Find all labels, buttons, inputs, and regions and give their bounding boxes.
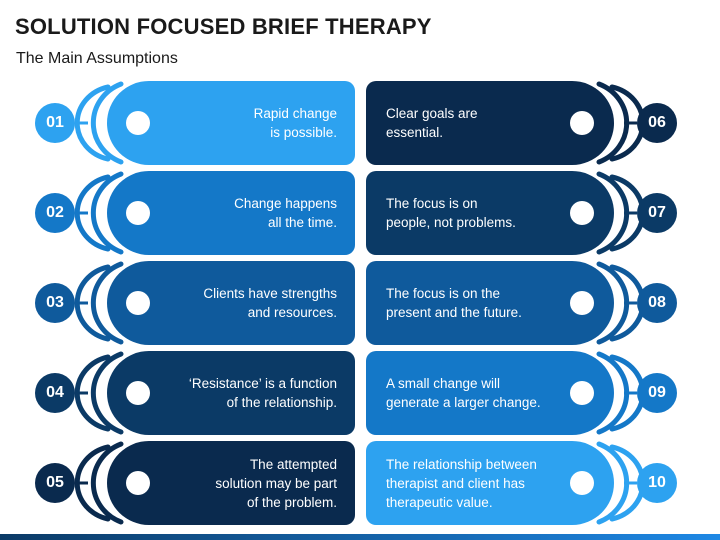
- assumption-text: The attempted solution may be part of th…: [215, 456, 337, 510]
- connector-dot: [570, 291, 594, 315]
- number-badge: 09: [637, 373, 677, 413]
- connector-dot: [126, 111, 150, 135]
- connector-dot: [570, 381, 594, 405]
- assumption-item-10: The relationship between therapist and c…: [360, 441, 720, 525]
- assumption-text: Clear goals are essential.: [386, 106, 478, 140]
- assumption-text: A small change will generate a larger ch…: [386, 376, 541, 410]
- number-badge: 02: [35, 193, 75, 233]
- number-badge: 10: [637, 463, 677, 503]
- connector-dot: [570, 111, 594, 135]
- number-badge: 03: [35, 283, 75, 323]
- connector-dot: [126, 381, 150, 405]
- assumption-text: Clients have strengths and resources.: [203, 286, 337, 320]
- assumption-text: The focus is on the present and the futu…: [386, 286, 522, 320]
- connector-dot: [126, 471, 150, 495]
- number-badge: 08: [637, 283, 677, 323]
- connector-dot: [126, 291, 150, 315]
- page-subtitle: The Main Assumptions: [16, 50, 178, 67]
- assumption-item-08: The focus is on the present and the futu…: [360, 261, 720, 345]
- connector-dot: [570, 471, 594, 495]
- assumption-text: Rapid change is possible.: [253, 106, 337, 140]
- number-badge: 04: [35, 373, 75, 413]
- connector-dot: [126, 201, 150, 225]
- assumption-text: Change happens all the time.: [234, 196, 337, 230]
- number-badge: 01: [35, 103, 75, 143]
- number-badge: 06: [637, 103, 677, 143]
- assumption-item-03: 03 Clients have strengths and resources.: [0, 261, 360, 345]
- assumption-item-06: Clear goals are essential. 06: [360, 81, 720, 165]
- assumption-item-09: A small change will generate a larger ch…: [360, 351, 720, 435]
- number-badge: 07: [637, 193, 677, 233]
- number-badge: 05: [35, 463, 75, 503]
- assumption-text: ‘Resistance’ is a function of the relati…: [188, 376, 337, 410]
- assumption-item-02: 02 Change happens all the time.: [0, 171, 360, 255]
- connector-dot: [570, 201, 594, 225]
- footer-accent-bar: [0, 534, 720, 540]
- assumption-item-05: 05 The attempted solution may be part of…: [0, 441, 360, 525]
- assumption-text: The relationship between therapist and c…: [386, 456, 537, 510]
- assumption-item-01: 01 Rapid change is possible.: [0, 81, 360, 165]
- assumption-item-04: 04 ‘Resistance’ is a function of the rel…: [0, 351, 360, 435]
- assumption-item-07: The focus is on people, not problems. 07: [360, 171, 720, 255]
- assumption-text: The focus is on people, not problems.: [386, 196, 516, 230]
- page-title: SOLUTION FOCUSED BRIEF THERAPY: [15, 14, 432, 39]
